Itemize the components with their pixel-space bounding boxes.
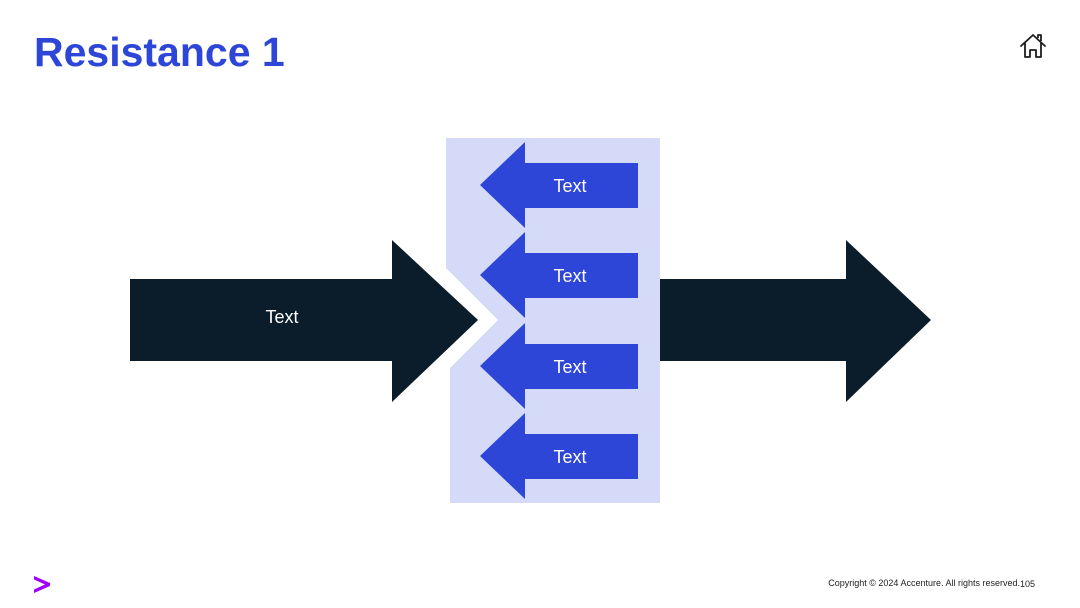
page-number: 105 [1020, 579, 1036, 589]
resistance-arrow-1: Text [480, 142, 638, 228]
chevron-right-icon [34, 576, 50, 593]
copyright-text: Copyright © 2024 Accenture. All rights r… [828, 578, 1020, 588]
home-button[interactable] [1017, 30, 1049, 62]
incoming-arrow-label: Text [265, 307, 298, 327]
resistance-panel [446, 138, 660, 503]
resistance-arrow-2: Text [480, 232, 638, 318]
slide-title: Resistance 1 [34, 29, 285, 75]
resistance-arrow-3: Text [480, 323, 638, 409]
resistance-arrow-label-4: Text [553, 447, 586, 467]
resistance-arrow-label-1: Text [553, 176, 586, 196]
brand-logo [32, 574, 52, 594]
outgoing-arrow [660, 240, 931, 402]
home-icon [1020, 34, 1046, 58]
incoming-arrow [130, 240, 478, 402]
resistance-arrow-label-3: Text [553, 357, 586, 377]
resistance-arrow-4: Text [480, 413, 638, 499]
resistance-arrow-label-2: Text [553, 266, 586, 286]
